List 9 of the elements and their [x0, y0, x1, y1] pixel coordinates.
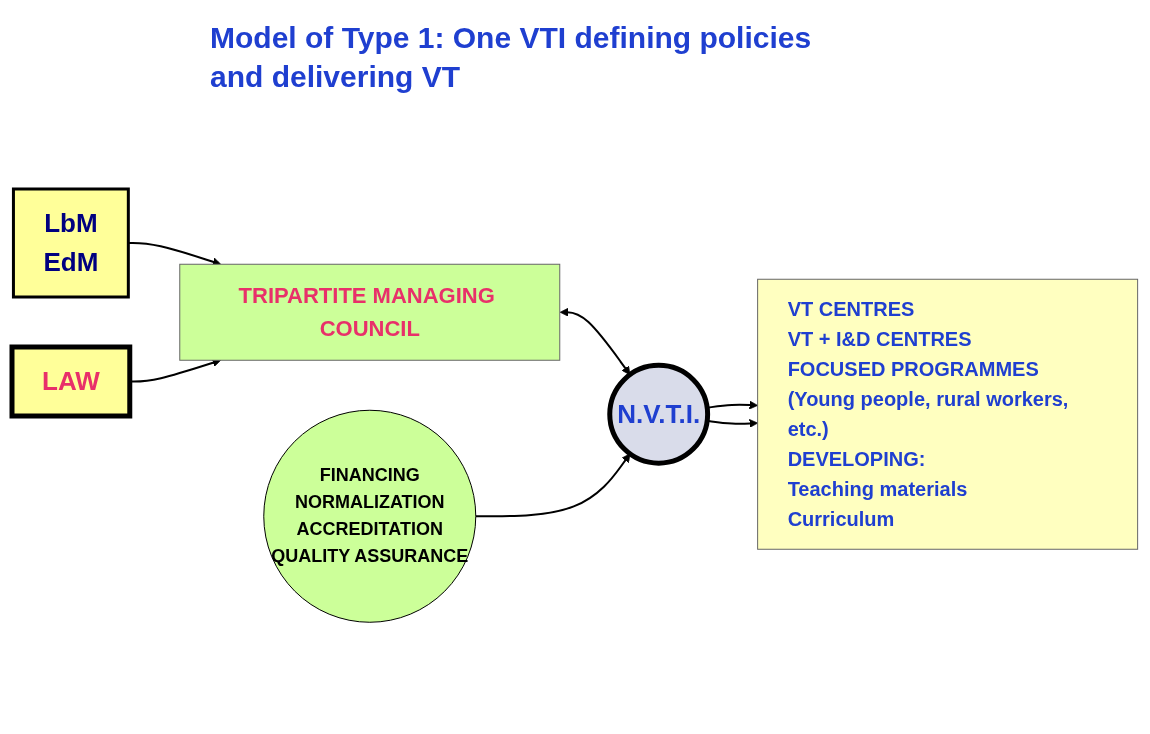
arrow	[474, 453, 631, 518]
node-circle: FINANCING NORMALIZATION ACCREDITATION QUALITY ASSURANCE	[263, 410, 477, 624]
diagram-title: Model of Type 1: One VTI defining policies and delivering VT	[210, 20, 813, 95]
node-box: LAW	[9, 344, 133, 419]
node-box: VT CENTRES VT + I&D CENTRES FOCUSED PROGRAMMES (Young people, rural workers, etc.) DEVELOPING: Teaching materials Curriculum	[757, 279, 1139, 551]
node-circle: N.V.T.I.	[607, 363, 711, 467]
node-box: TRIPARTITE MANAGING COUNCIL	[179, 264, 561, 362]
arrow	[559, 308, 631, 376]
node-box: LbM EdM	[12, 187, 130, 299]
